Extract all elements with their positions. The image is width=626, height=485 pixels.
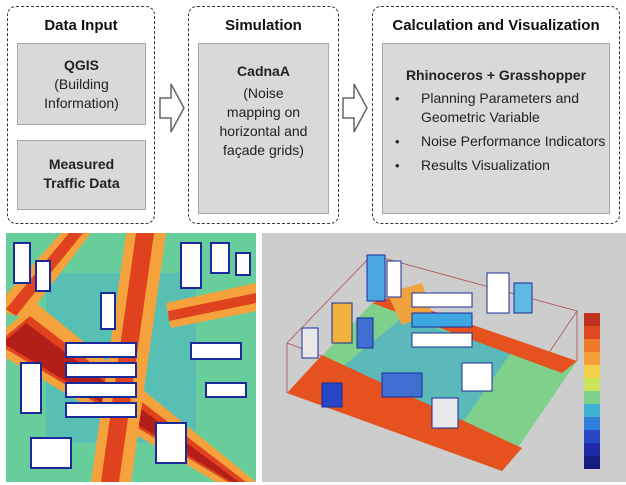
legend-swatch [584, 365, 600, 378]
rhino-heading: Rhinoceros + Grasshopper [405, 67, 587, 83]
legend-swatch [584, 352, 600, 365]
qgis-body: (Building Information) [44, 76, 119, 111]
traffic-data-heading: Measured Traffic Data [43, 156, 120, 191]
legend-swatch [584, 326, 600, 339]
list-item: Planning Parameters and Geometric Variab… [383, 89, 609, 127]
data-input-panel: Data Input QGIS (Building Information) M… [7, 6, 155, 224]
legend-swatch [584, 378, 600, 391]
traffic-data-box: Measured Traffic Data [17, 140, 146, 210]
flow-arrow-2 [342, 83, 368, 133]
legend-swatch [584, 313, 600, 326]
cadnaa-heading: CadnaA [237, 63, 290, 79]
list-item: Results Visualization [383, 156, 609, 175]
calculation-panel: Calculation and Visualization Rhinoceros… [372, 6, 620, 224]
calculation-title: Calculation and Visualization [392, 17, 600, 34]
legend-swatch [584, 443, 600, 456]
legend-swatch [584, 456, 600, 469]
rhino-item-list: Planning Parameters and Geometric Variab… [383, 89, 609, 175]
horizontal-noise-map [6, 233, 256, 482]
legend-swatch [584, 391, 600, 404]
legend-swatch [584, 339, 600, 352]
rhino-box: Rhinoceros + Grasshopper Planning Parame… [382, 43, 610, 214]
simulation-title: Simulation [225, 17, 302, 34]
qgis-box: QGIS (Building Information) [17, 43, 146, 125]
legend-swatch [584, 404, 600, 417]
noise-legend [584, 313, 600, 469]
legend-swatch [584, 430, 600, 443]
simulation-panel: Simulation CadnaA (Noise mapping on hori… [188, 6, 339, 224]
list-item: Noise Performance Indicators [383, 132, 609, 151]
facade-noise-map-3d [262, 233, 626, 482]
legend-swatch [584, 417, 600, 430]
data-input-title: Data Input [44, 17, 118, 34]
cadnaa-body: (Noise mapping on horizontal and façade … [219, 85, 308, 158]
cadnaa-box: CadnaA (Noise mapping on horizontal and … [198, 43, 329, 214]
qgis-heading: QGIS [63, 57, 99, 73]
flow-arrow-1 [159, 83, 185, 133]
